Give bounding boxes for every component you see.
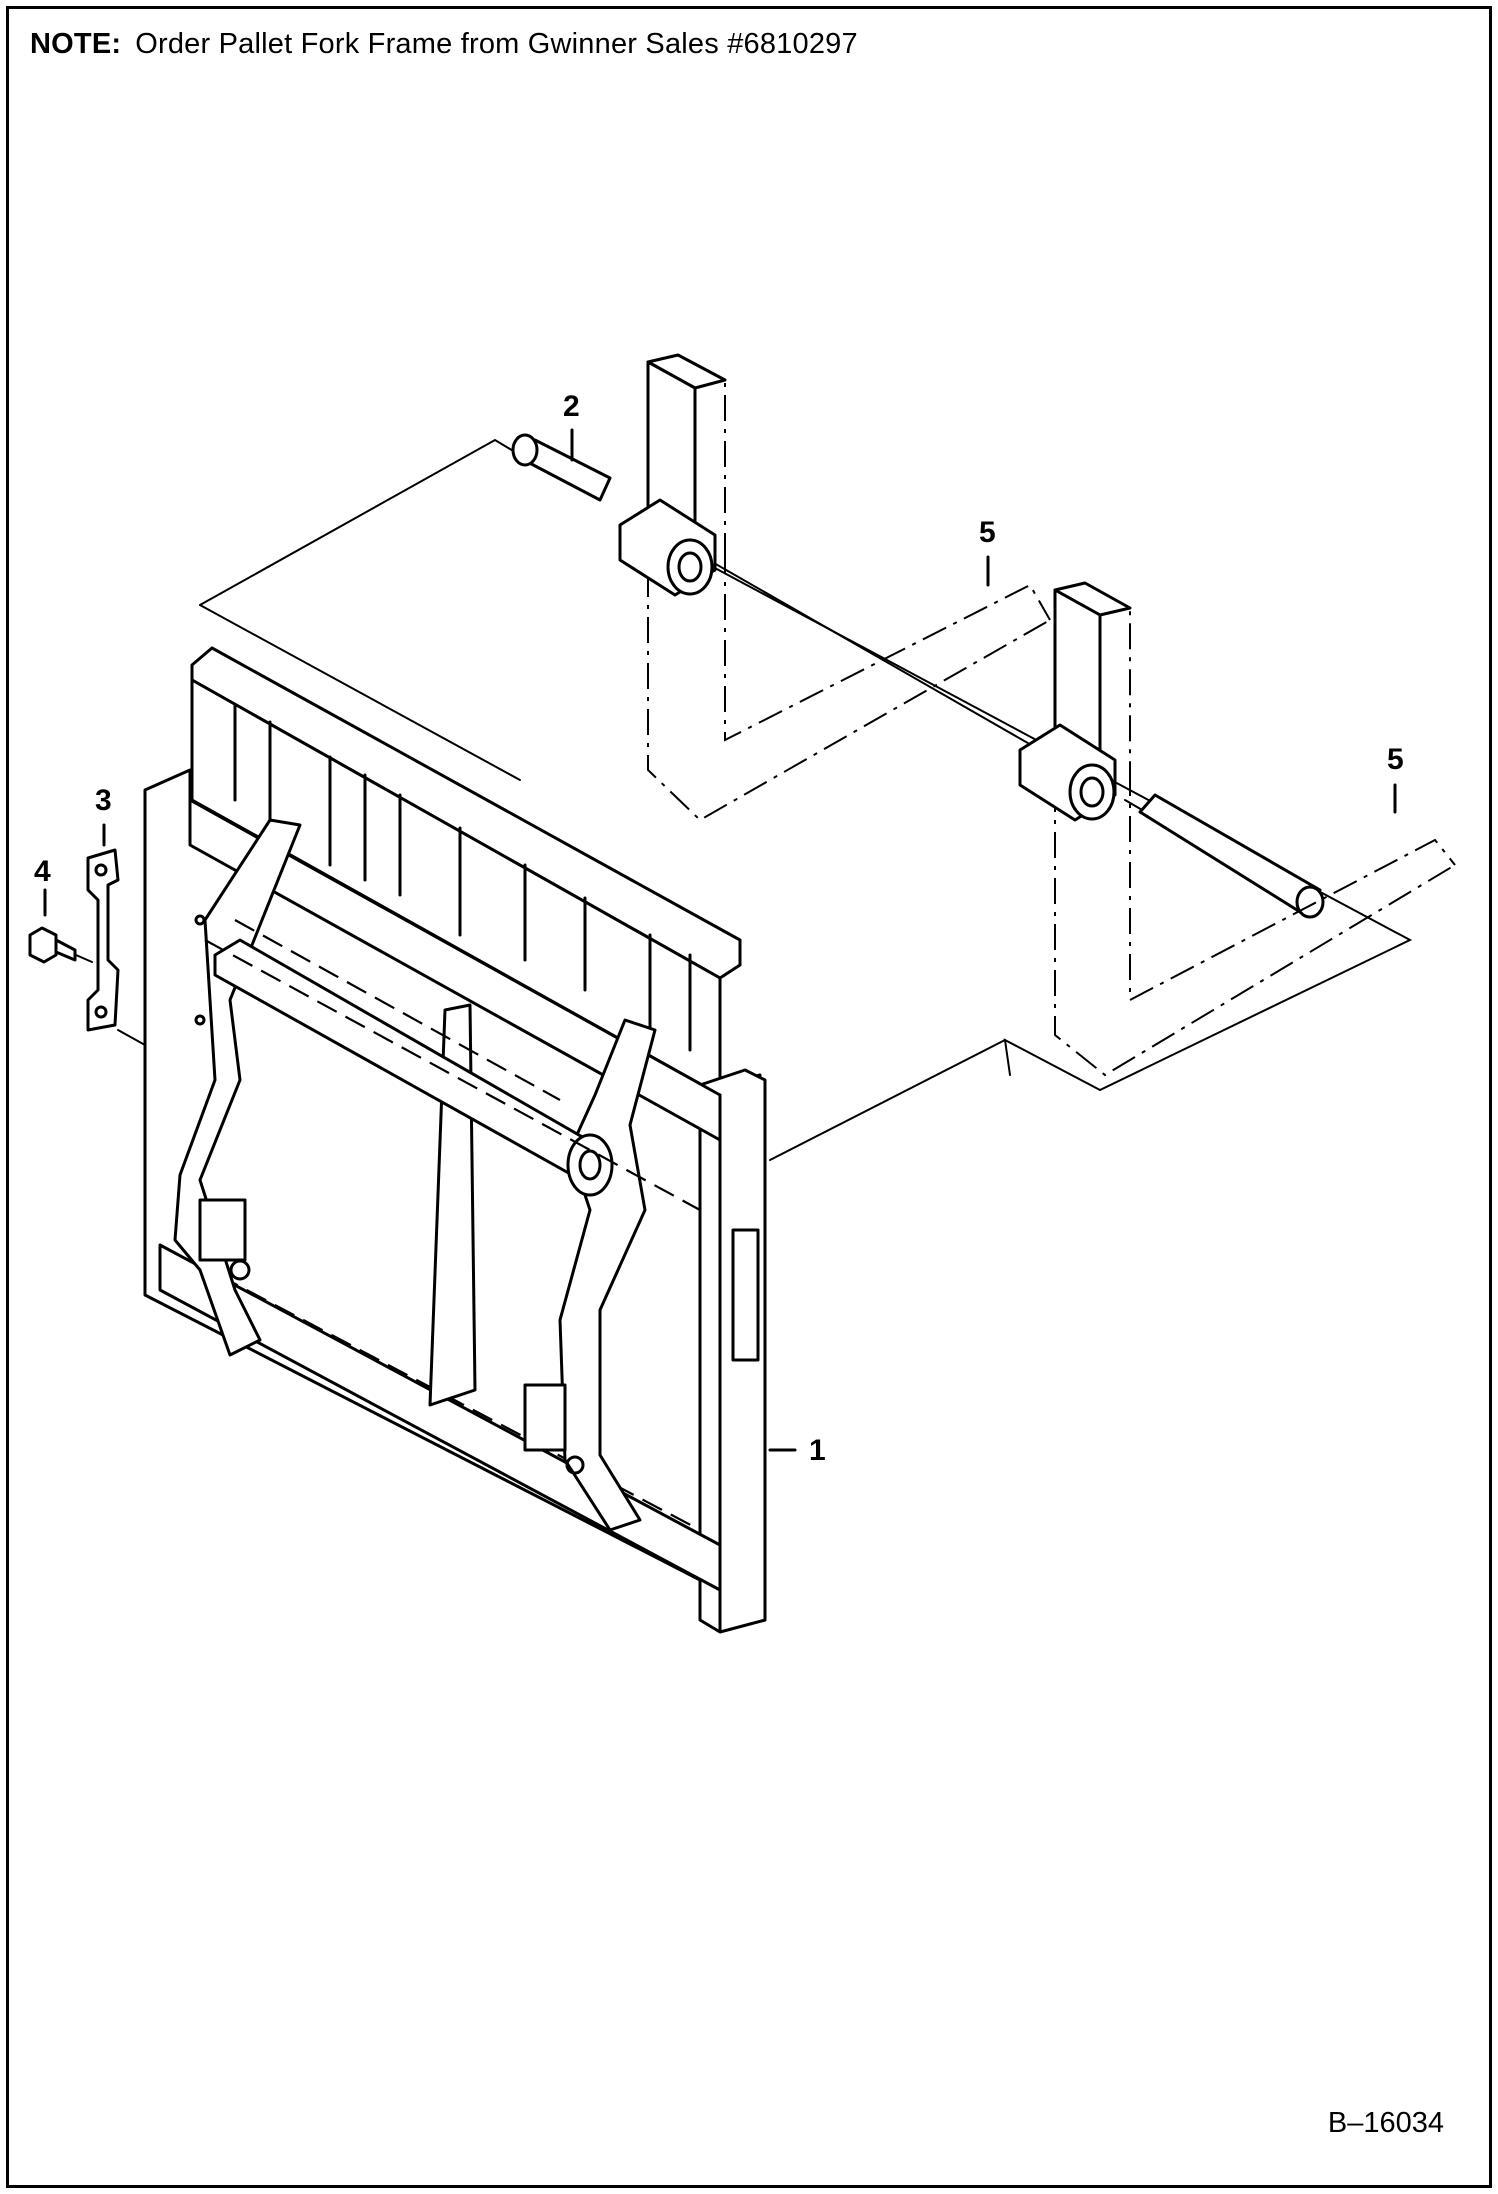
callout-part-3: 3 xyxy=(95,784,112,817)
cross-shaft xyxy=(511,433,1325,919)
fork-tine-left xyxy=(618,353,1051,822)
bolt xyxy=(28,926,93,964)
pallet-fork-frame xyxy=(143,646,767,1634)
figure-identifier: B–16034 xyxy=(1327,2107,1444,2139)
page-border xyxy=(6,6,1492,2188)
note-text: Order Pallet Fork Frame from Gwinner Sal… xyxy=(135,28,858,60)
retaining-bracket xyxy=(86,848,146,1046)
note-line: NOTE: Order Pallet Fork Frame from Gwinne… xyxy=(30,28,858,61)
callout-part-5-right: 5 xyxy=(1387,743,1404,776)
grid-slats xyxy=(233,703,692,1052)
callout-part-4: 4 xyxy=(34,855,51,888)
leader-ticks xyxy=(43,428,1397,1452)
note-label: NOTE: xyxy=(30,28,122,60)
fork-tine-right xyxy=(1018,581,1456,1077)
callout-part-2: 2 xyxy=(563,390,580,423)
callout-part-5-left: 5 xyxy=(979,516,996,549)
callout-part-1: 1 xyxy=(809,1434,826,1467)
